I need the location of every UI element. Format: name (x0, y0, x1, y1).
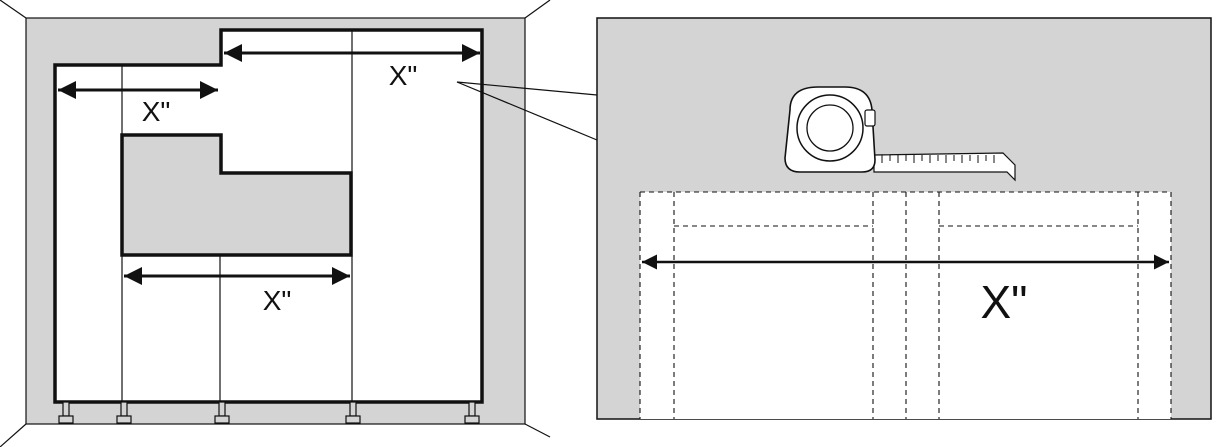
foot (218, 401, 226, 417)
left-panel: X" X" X" (0, 0, 598, 447)
foot (468, 401, 476, 417)
leveling-feet (58, 401, 480, 424)
foot (62, 401, 70, 417)
ceiling-perspective-right (524, 0, 551, 19)
foot (116, 415, 132, 424)
dimension-label-top-right: X" (389, 60, 418, 91)
dimension-label-middle: X" (263, 285, 292, 316)
foot (120, 401, 128, 417)
dashed-outline (639, 191, 1172, 419)
detail-dimension-label: X" (980, 276, 1027, 328)
floor-perspective-right (524, 423, 551, 438)
foot (214, 415, 230, 424)
floor-perspective-left (0, 423, 27, 447)
callout-leader-bottom (456, 81, 598, 141)
callout-leader-top (456, 81, 598, 96)
right-panel: X" (596, 17, 1212, 420)
foot (58, 415, 74, 424)
tape-measure-icon (784, 86, 1016, 182)
open-compartment (120, 133, 353, 257)
foot (345, 415, 361, 424)
dimension-label-top-left: X" (142, 96, 171, 127)
foot (464, 415, 480, 424)
ceiling-perspective-left (0, 0, 27, 19)
foot (349, 401, 357, 417)
